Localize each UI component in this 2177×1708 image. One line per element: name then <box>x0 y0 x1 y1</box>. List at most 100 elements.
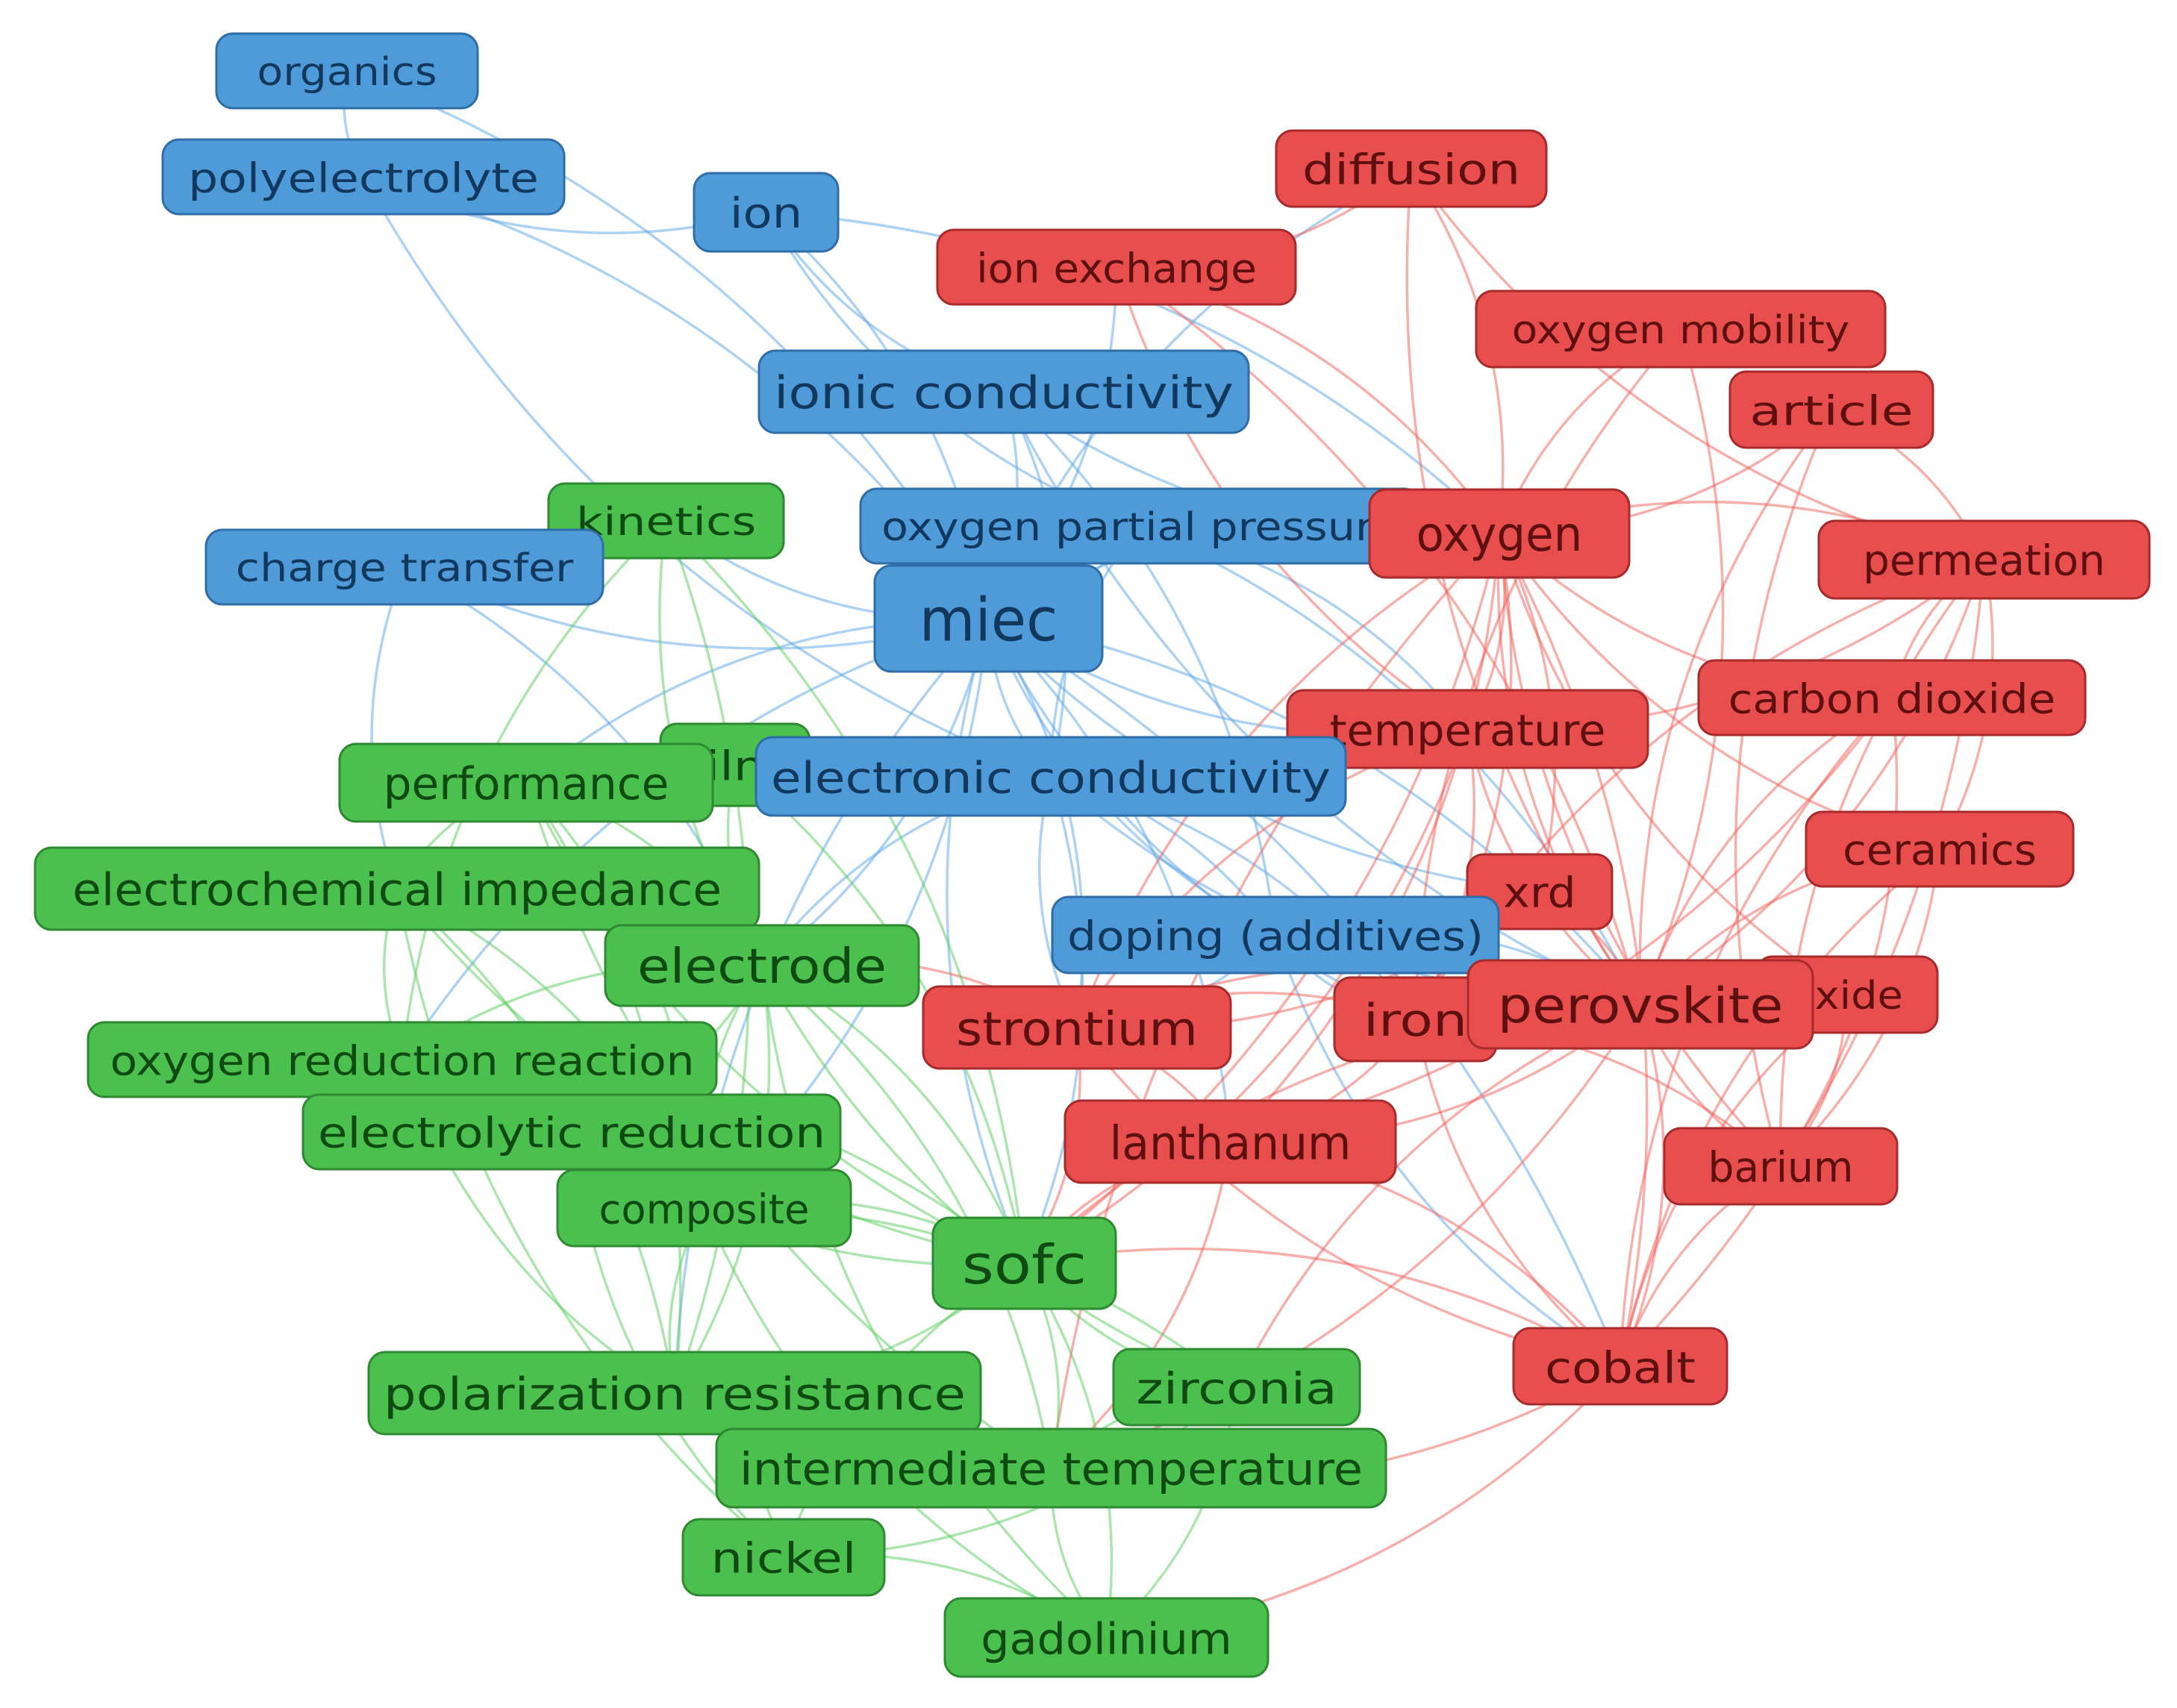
node-ion[interactable]: ion <box>693 172 840 253</box>
node-oxygen[interactable]: oxygen <box>1368 488 1631 579</box>
node-label-xrd: xrd <box>1503 869 1575 918</box>
edge-oxygen-perovskite <box>1496 533 1642 1006</box>
node-organics[interactable]: organics <box>215 32 479 110</box>
node-miec[interactable]: miec <box>873 564 1104 673</box>
node-layer: organics polyelectrolyte ion diffusion ion e… <box>34 32 2151 1678</box>
node-box-strontium[interactable] <box>922 985 1232 1070</box>
node-iron[interactable]: iron <box>1333 976 1498 1063</box>
node-box-polarization-resistance[interactable] <box>367 1351 982 1436</box>
node-box-oxygen-mobility[interactable] <box>1475 290 1887 369</box>
node-box-permeation[interactable] <box>1817 519 2151 600</box>
node-xrd[interactable]: xrd <box>1466 853 1614 930</box>
node-box-article[interactable] <box>1728 370 1934 449</box>
node-carbon-dioxide[interactable]: carbon dioxide <box>1697 659 2087 736</box>
node-electrochemical-impedance[interactable]: electrochemical impedance <box>34 846 760 931</box>
node-diffusion[interactable]: diffusion <box>1275 129 1548 208</box>
node-label-oxygen-mobility: oxygen mobility <box>1512 308 1849 353</box>
edge-strontium-cobalt <box>1075 1026 1621 1368</box>
node-label-electrolytic-reduction: electrolytic reduction <box>318 1110 825 1158</box>
node-label-ion-exchange: ion exchange <box>976 245 1257 293</box>
node-box-electrode[interactable] <box>604 924 920 1007</box>
node-performance[interactable]: performance <box>338 742 714 823</box>
node-polyelectrolyte[interactable]: polyelectrolyte <box>161 138 566 216</box>
node-box-ion-exchange[interactable] <box>936 228 1297 306</box>
node-label-sofc: sofc <box>962 1233 1087 1296</box>
node-barium[interactable]: barium <box>1663 1127 1899 1206</box>
node-box-temperature[interactable] <box>1286 689 1649 769</box>
node-kinetics[interactable]: kinetics <box>547 482 785 560</box>
node-label-permeation: permeation <box>1863 537 2105 586</box>
node-box-zirconia[interactable] <box>1112 1348 1361 1427</box>
node-box-intermediate-temperature[interactable] <box>715 1427 1387 1509</box>
node-box-xrd[interactable] <box>1466 853 1614 930</box>
edge-perovskite-intermediate-temperature <box>1050 1004 1642 1470</box>
node-box-nickel[interactable] <box>681 1518 886 1597</box>
node-box-sofc[interactable] <box>931 1216 1117 1310</box>
node-box-ceramics[interactable] <box>1805 810 2075 888</box>
node-polarization-resistance[interactable]: polarization resistance <box>367 1351 982 1436</box>
node-perovskite[interactable]: perovskite <box>1467 959 1814 1050</box>
node-label-nickel: nickel <box>711 1535 857 1583</box>
node-box-cobalt[interactable] <box>1512 1327 1728 1406</box>
node-nickel[interactable]: nickel <box>681 1518 886 1597</box>
node-box-diffusion[interactable] <box>1275 129 1548 208</box>
node-box-lanthanum[interactable] <box>1063 1099 1397 1184</box>
node-cobalt[interactable]: cobalt <box>1512 1327 1728 1406</box>
edge-carbon-dioxide-barium <box>1779 697 1899 1167</box>
node-gadolinium[interactable]: gadolinium <box>943 1597 1269 1678</box>
node-box-polyelectrolyte[interactable] <box>161 138 566 216</box>
node-box-charge-transfer[interactable] <box>204 528 605 606</box>
node-label-intermediate-temperature: intermediate temperature <box>740 1444 1363 1496</box>
node-label-carbon-dioxide: carbon dioxide <box>1728 676 2055 723</box>
node-composite[interactable]: composite <box>556 1169 852 1248</box>
edge-kinetics-sofc <box>665 519 1026 1264</box>
node-ceramics[interactable]: ceramics <box>1805 810 2075 888</box>
node-oxygen-partial-pressure[interactable]: oxygen partial pressure <box>859 487 1422 565</box>
node-intermediate-temperature[interactable]: intermediate temperature <box>715 1427 1387 1509</box>
node-box-electronic-conductivity[interactable] <box>755 736 1347 817</box>
node-box-composite[interactable] <box>556 1169 852 1248</box>
node-box-ion[interactable] <box>693 172 840 253</box>
node-ionic-conductivity[interactable]: ionic conductivity <box>758 349 1250 434</box>
node-label-perovskite: perovskite <box>1498 977 1784 1035</box>
node-label-miec: miec <box>919 586 1058 655</box>
edge-perovskite-cobalt <box>1619 1004 1665 1367</box>
node-box-electrochemical-impedance[interactable] <box>34 846 760 931</box>
node-label-oxygen: oxygen <box>1417 507 1583 563</box>
node-temperature[interactable]: temperature <box>1286 689 1649 769</box>
node-label-lanthanum: lanthanum <box>1110 1116 1352 1171</box>
node-electrolytic-reduction[interactable]: electrolytic reduction <box>302 1093 842 1171</box>
node-box-doping[interactable] <box>1051 895 1500 975</box>
node-box-organics[interactable] <box>215 32 479 110</box>
node-box-barium[interactable] <box>1663 1127 1899 1206</box>
node-charge-transfer[interactable]: charge transfer <box>204 528 605 606</box>
node-label-temperature: temperature <box>1329 705 1605 756</box>
node-box-performance[interactable] <box>338 742 714 823</box>
node-box-gadolinium[interactable] <box>943 1597 1269 1678</box>
node-box-oxygen[interactable] <box>1368 488 1631 579</box>
node-box-miec[interactable] <box>873 564 1104 673</box>
node-label-barium: barium <box>1708 1144 1854 1192</box>
node-box-kinetics[interactable] <box>547 482 785 560</box>
node-box-ionic-conductivity[interactable] <box>758 349 1250 434</box>
node-electronic-conductivity[interactable]: electronic conductivity <box>755 736 1347 817</box>
node-zirconia[interactable]: zirconia <box>1112 1348 1361 1427</box>
node-oxygen-mobility[interactable]: oxygen mobility <box>1475 290 1887 369</box>
node-sofc[interactable]: sofc <box>931 1216 1117 1310</box>
node-box-carbon-dioxide[interactable] <box>1697 659 2087 736</box>
edge-charge-transfer-electrochemical-impedance <box>370 566 406 889</box>
node-label-charge-transfer: charge transfer <box>236 546 574 591</box>
node-lanthanum[interactable]: lanthanum <box>1063 1099 1397 1184</box>
node-permeation[interactable]: permeation <box>1817 519 2151 600</box>
node-doping[interactable]: doping (additives) <box>1051 895 1500 975</box>
node-strontium[interactable]: strontium <box>922 985 1232 1070</box>
node-box-perovskite[interactable] <box>1467 959 1814 1050</box>
node-label-oxygen-partial-pressure: oxygen partial pressure <box>881 505 1399 550</box>
edge-iron-cobalt <box>1414 1019 1622 1368</box>
node-electrode[interactable]: electrode <box>604 924 920 1007</box>
node-label-electronic-conductivity: electronic conductivity <box>771 753 1331 804</box>
node-ion-exchange[interactable]: ion exchange <box>936 228 1297 306</box>
node-article[interactable]: article <box>1728 370 1934 449</box>
node-oxygen-reduction-reaction[interactable]: oxygen reduction reaction <box>87 1021 718 1098</box>
